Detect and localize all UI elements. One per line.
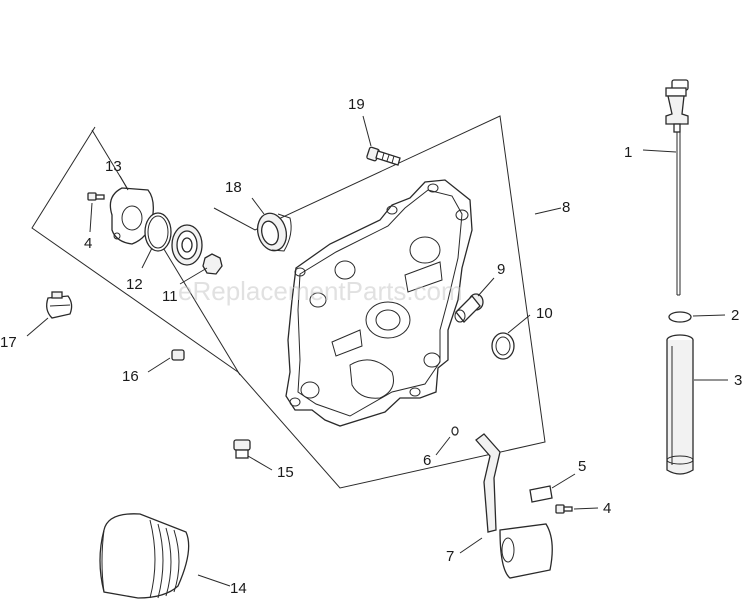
assembly-frame [31,115,546,489]
callout-4-lower: 4 [603,500,611,517]
drain-plug-part [233,439,251,459]
callout-9: 9 [497,261,505,278]
callout-11: 11 [162,288,178,305]
callout-15: 15 [277,464,294,481]
callout-labels: 1 2 3 4 4 5 6 7 8 9 10 11 12 13 14 15 16… [0,96,742,597]
callout-19: 19 [348,96,365,113]
callout-16: 16 [122,368,139,385]
leader-lines [26,115,728,587]
screw-part-lower [555,504,573,514]
callout-5: 5 [578,458,586,475]
bracket-part [529,485,553,503]
callout-8: 8 [562,199,570,216]
bolt-part [366,146,401,166]
callout-2: 2 [731,307,739,324]
closure-plate-part [285,179,473,427]
dipstick-tube-part [666,334,694,475]
oil-seal-part [256,212,292,252]
callout-12: 12 [126,276,143,293]
oil-filter-part [99,513,190,599]
pickup-tube-part [475,433,553,579]
callout-13: 13 [105,158,122,175]
callout-10: 10 [536,305,553,322]
callout-7: 7 [446,548,454,565]
bearing-part [171,224,223,275]
callout-18: 18 [225,179,242,196]
callout-14: 14 [230,580,247,597]
ball-part [451,426,459,436]
callout-3: 3 [734,372,742,389]
seal-ring-part [491,332,515,360]
callout-17: 17 [0,334,17,351]
o-ring-part [668,311,692,323]
callout-4-upper: 4 [84,235,92,252]
callout-1: 1 [624,144,632,161]
fitting-part [454,293,484,323]
watermark-text: eReplacementParts.com [178,276,463,306]
screw-part-upper [87,192,105,201]
breather-valve-part [46,291,73,319]
dipstick-part [665,79,689,296]
callout-6: 6 [423,452,431,469]
plug-part [171,349,185,361]
gasket-ring-part [144,212,172,252]
